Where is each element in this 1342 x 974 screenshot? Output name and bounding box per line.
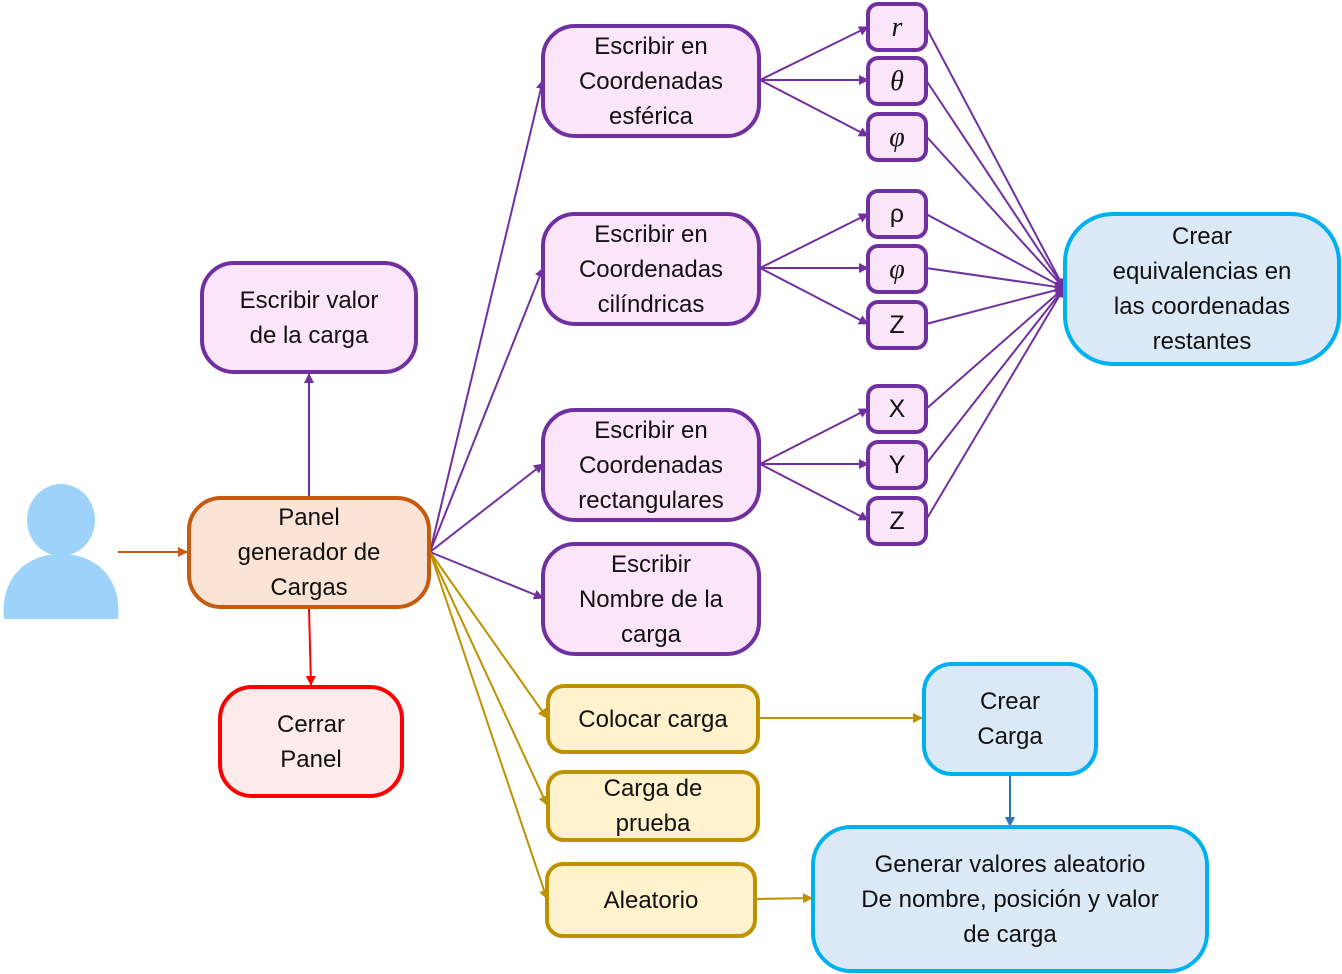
arrow-esferica-r bbox=[759, 26, 869, 81]
arrow-rectz-equiv bbox=[925, 287, 1065, 521]
generar-valores-node[interactable]: Generar valores aleatorio De nombre, pos… bbox=[811, 825, 1209, 973]
carga-prueba-node[interactable]: Carga de prueba bbox=[546, 770, 760, 842]
sph-r-node[interactable]: r bbox=[866, 2, 928, 52]
rect-z-node[interactable]: Z bbox=[866, 496, 928, 546]
arrow-rho-equiv bbox=[925, 213, 1065, 289]
rect-x-node[interactable]: X bbox=[866, 384, 928, 434]
arrow-panel-nombre bbox=[429, 551, 544, 600]
arrow-panel-rectangulares bbox=[429, 463, 544, 553]
cyl-z-node[interactable]: Z bbox=[866, 300, 928, 350]
escribir-nombre-node[interactable]: Escribir Nombre de la carga bbox=[541, 542, 761, 656]
arrow-panel-aleatorio bbox=[429, 551, 549, 900]
arrow-panel-prueba bbox=[429, 551, 548, 806]
cyl-phi-node[interactable]: φ bbox=[866, 244, 928, 294]
arrow-cylphi-equiv bbox=[925, 267, 1065, 292]
arrow-panel-cilindricas bbox=[429, 267, 545, 553]
arrow-cilindricas-z bbox=[759, 267, 869, 325]
arrow-phi-equiv bbox=[925, 135, 1065, 289]
colocar-carga-node[interactable]: Colocar carga bbox=[546, 684, 760, 754]
arrow-r-equiv bbox=[925, 26, 1065, 289]
coordenadas-rectangulares-node[interactable]: Escribir en Coordenadas rectangulares bbox=[541, 408, 761, 522]
arrow-rect-x bbox=[759, 408, 869, 465]
arrow-x-equiv bbox=[925, 287, 1065, 410]
arrow-panel-colocar bbox=[429, 551, 548, 719]
rect-y-node[interactable]: Y bbox=[866, 440, 928, 490]
arrow-cilindricas-rho bbox=[759, 213, 869, 269]
cerrar-panel-node[interactable]: Cerrar Panel bbox=[218, 685, 404, 798]
escribir-valor-node[interactable]: Escribir valor de la carga bbox=[200, 261, 418, 374]
arrow-rect-z bbox=[759, 463, 869, 521]
crear-equivalencias-node[interactable]: Crear equivalencias en las coordenadas r… bbox=[1063, 212, 1341, 366]
sph-phi-node[interactable]: φ bbox=[866, 112, 928, 162]
arrow-cylz-equiv bbox=[925, 285, 1065, 325]
aleatorio-node[interactable]: Aleatorio bbox=[545, 862, 757, 938]
user-icon bbox=[3, 484, 119, 619]
coordenadas-esferica-node[interactable]: Escribir en Coordenadas esférica bbox=[541, 24, 761, 138]
cyl-rho-node[interactable]: ρ bbox=[866, 189, 928, 239]
arrow-esferica-phi bbox=[759, 79, 869, 137]
panel-generador-node[interactable]: Panel generador de Cargas bbox=[187, 496, 431, 609]
arrow-theta-equiv bbox=[925, 79, 1065, 289]
arrow-y-equiv bbox=[925, 287, 1065, 465]
arrow-aleatorio-generar bbox=[755, 893, 813, 904]
arrow-panel-esferica bbox=[429, 79, 546, 553]
coordenadas-cilindricas-node[interactable]: Escribir en Coordenadas cilíndricas bbox=[541, 212, 761, 326]
arrow-panel-cerrar bbox=[305, 608, 316, 686]
sph-theta-node[interactable]: θ bbox=[866, 56, 928, 106]
crear-carga-node[interactable]: Crear Carga bbox=[922, 662, 1098, 776]
